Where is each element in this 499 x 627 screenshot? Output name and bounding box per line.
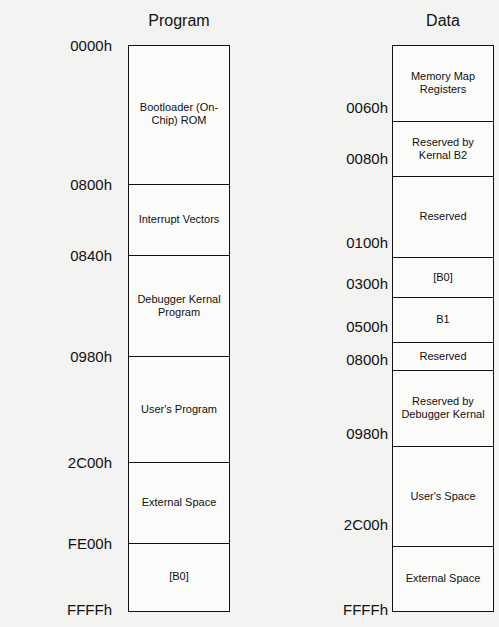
column-heading: Program — [109, 12, 249, 30]
memory-segment: User's Program — [129, 356, 229, 462]
address-label: 0060h — [346, 99, 388, 116]
segment-label: External Space — [406, 572, 481, 585]
segment-label: Bootloader (On-Chip) ROM — [135, 101, 223, 127]
address-label: 0980h — [70, 348, 112, 365]
segment-label: Reserved by Kernal B2 — [399, 136, 487, 162]
segment-label: Interrupt Vectors — [139, 213, 220, 226]
segment-label: Reserved — [419, 210, 466, 223]
address-label: 0800h — [346, 351, 388, 368]
address-label: 0080h — [346, 150, 388, 167]
address-label: 0500h — [346, 318, 388, 335]
segment-label: Memory Map Registers — [399, 70, 487, 96]
memory-segment: Debugger Kernal Program — [129, 255, 229, 356]
memory-segment: User's Space — [393, 446, 493, 546]
memory-segment: Reserved — [393, 342, 493, 370]
memory-segment: Memory Map Registers — [393, 45, 493, 121]
column-heading: Data — [373, 12, 499, 30]
memory-segment: [B0] — [393, 257, 493, 297]
memory-segment: Reserved by Debugger Kernal — [393, 370, 493, 446]
segment-label: Reserved by Debugger Kernal — [399, 395, 487, 421]
address-label: FE00h — [68, 535, 112, 552]
memory-column: ProgramBootloader (On-Chip) ROMInterrupt… — [128, 45, 230, 612]
memory-segment: Interrupt Vectors — [129, 184, 229, 255]
memory-segment: External Space — [129, 462, 229, 543]
address-label: 0800h — [70, 176, 112, 193]
memory-segment: Bootloader (On-Chip) ROM — [129, 45, 229, 184]
memory-column: DataMemory Map RegistersReserved by Kern… — [392, 45, 494, 612]
memory-segment: Reserved — [393, 176, 493, 257]
segment-label: [B0] — [169, 570, 189, 583]
memory-segment: B1 — [393, 297, 493, 342]
memory-segment: External Space — [393, 546, 493, 611]
address-label: 0300h — [346, 275, 388, 292]
address-label: 2C00h — [68, 454, 112, 471]
address-label: FFFFh — [67, 601, 112, 618]
address-label: 0840h — [70, 247, 112, 264]
address-label: 0980h — [346, 425, 388, 442]
address-label: 0100h — [346, 234, 388, 251]
memory-segment: Reserved by Kernal B2 — [393, 121, 493, 176]
segment-label: External Space — [142, 496, 217, 509]
segment-label: B1 — [436, 313, 449, 326]
address-label: 0000h — [70, 37, 112, 54]
segment-label: Reserved — [419, 350, 466, 363]
segment-label: User's Program — [141, 403, 217, 416]
memory-segment: [B0] — [129, 543, 229, 611]
segment-label: Debugger Kernal Program — [135, 293, 223, 319]
segment-label: [B0] — [433, 271, 453, 284]
address-label: FFFFh — [343, 601, 388, 618]
address-label: 2C00h — [344, 516, 388, 533]
segment-label: User's Space — [410, 490, 475, 503]
